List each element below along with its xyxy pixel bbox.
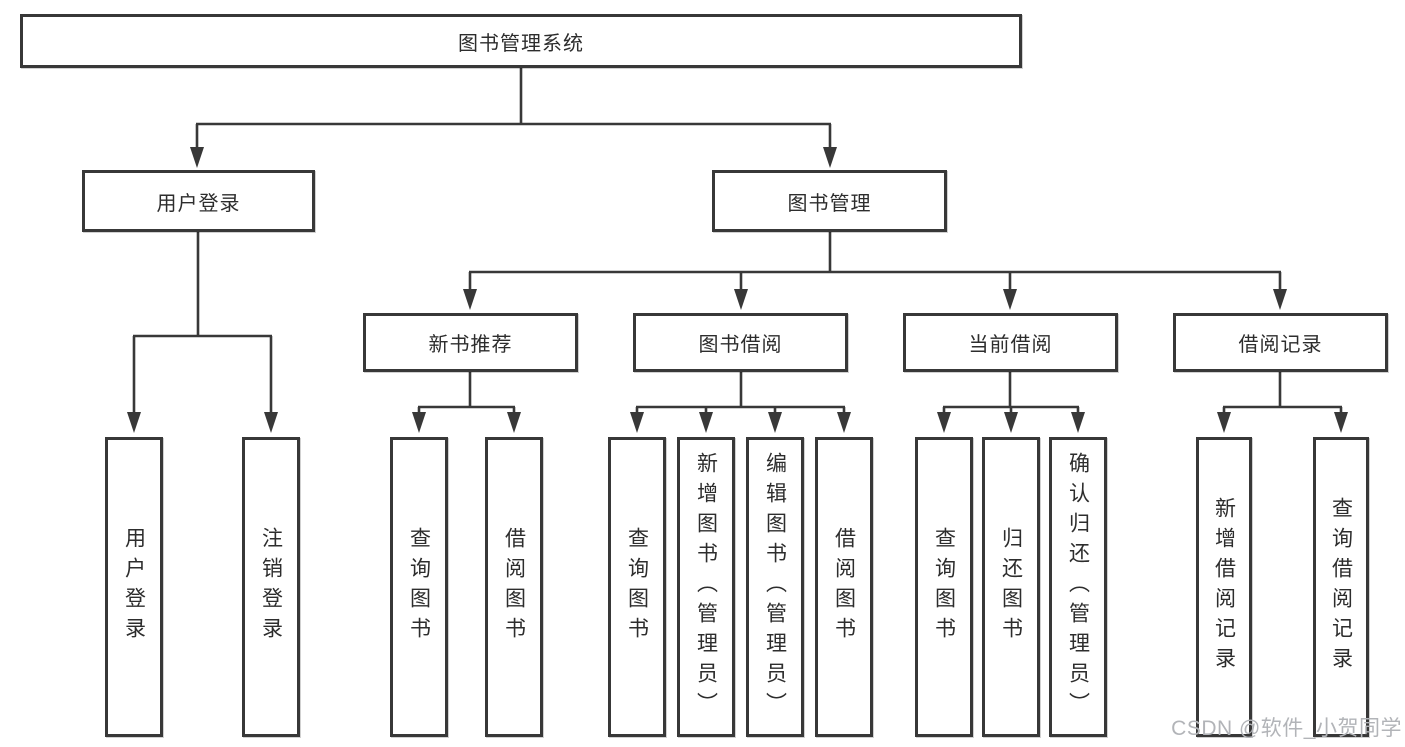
leaf-query-books-recommend: 查询图书	[390, 437, 448, 737]
leaf-user-login-label: 用户登录	[122, 527, 146, 647]
leaf-logout-label: 注销登录	[259, 527, 283, 647]
node-book-borrowing-label: 图书借阅	[698, 334, 783, 356]
node-book-management: 图书管理	[712, 170, 947, 232]
leaf-add-borrow-record-label: 新增借阅记录	[1212, 497, 1236, 677]
leaf-borrow-books-recommend: 借阅图书	[485, 437, 543, 737]
leaf-query-books-recommend-label: 查询图书	[407, 527, 431, 647]
node-root: 图书管理系统	[20, 14, 1022, 68]
leaf-return-books-label: 归还图书	[999, 527, 1023, 647]
arrowhead-icon	[1273, 289, 1287, 310]
leaf-edit-books-admin-label: 编辑图书（管理员）	[763, 452, 787, 722]
leaf-confirm-return-admin-label: 确认归还（管理员）	[1066, 452, 1090, 722]
leaf-borrow-books: 借阅图书	[815, 437, 873, 737]
leaf-borrow-books-recommend-label: 借阅图书	[502, 527, 526, 647]
arrowhead-icon	[1071, 412, 1085, 433]
leaf-edit-books-admin: 编辑图书（管理员）	[746, 437, 804, 737]
leaf-query-books-borrowing: 查询图书	[608, 437, 666, 737]
node-current-borrowing: 当前借阅	[903, 313, 1118, 372]
arrowhead-icon	[1217, 412, 1231, 433]
leaf-add-books-admin: 新增图书（管理员）	[677, 437, 735, 737]
arrowhead-icon	[507, 412, 521, 433]
arrowhead-icon	[264, 412, 278, 433]
leaf-user-login: 用户登录	[105, 437, 163, 737]
arrowhead-icon	[1334, 412, 1348, 433]
arrowhead-icon	[127, 412, 141, 433]
arrowhead-icon	[463, 289, 477, 310]
leaf-query-books-current-label: 查询图书	[932, 527, 956, 647]
arrowhead-icon	[190, 147, 204, 168]
arrowhead-icon	[768, 412, 782, 433]
arrowhead-icon	[630, 412, 644, 433]
arrowhead-icon	[823, 147, 837, 168]
leaf-query-borrow-record-label: 查询借阅记录	[1329, 497, 1353, 677]
arrowhead-icon	[734, 289, 748, 310]
node-current-borrowing-label: 当前借阅	[968, 334, 1053, 356]
leaf-query-books-current: 查询图书	[915, 437, 973, 737]
node-book-borrowing: 图书借阅	[633, 313, 848, 372]
node-new-book-recommend-label: 新书推荐	[428, 334, 513, 356]
arrowhead-icon	[937, 412, 951, 433]
node-user-login: 用户登录	[82, 170, 315, 232]
leaf-add-borrow-record: 新增借阅记录	[1196, 437, 1252, 737]
leaf-add-books-admin-label: 新增图书（管理员）	[694, 452, 718, 722]
arrowhead-icon	[1003, 289, 1017, 310]
node-borrowing-records-label: 借阅记录	[1238, 334, 1323, 356]
node-new-book-recommend: 新书推荐	[363, 313, 578, 372]
leaf-query-books-borrowing-label: 查询图书	[625, 527, 649, 647]
arrowhead-icon	[412, 412, 426, 433]
node-book-management-label: 图书管理	[787, 192, 872, 215]
arrowhead-icon	[1004, 412, 1018, 433]
leaf-logout: 注销登录	[242, 437, 300, 737]
node-user-login-label: 用户登录	[156, 192, 241, 215]
node-borrowing-records: 借阅记录	[1173, 313, 1388, 372]
arrowhead-icon	[699, 412, 713, 433]
leaf-return-books: 归还图书	[982, 437, 1040, 737]
leaf-query-borrow-record: 查询借阅记录	[1313, 437, 1369, 737]
arrowhead-icon	[837, 412, 851, 433]
leaf-borrow-books-label: 借阅图书	[832, 527, 856, 647]
watermark-text: CSDN @软件_小贺同学	[1171, 717, 1402, 740]
leaf-confirm-return-admin: 确认归还（管理员）	[1049, 437, 1107, 737]
node-root-label: 图书管理系统	[458, 32, 584, 55]
